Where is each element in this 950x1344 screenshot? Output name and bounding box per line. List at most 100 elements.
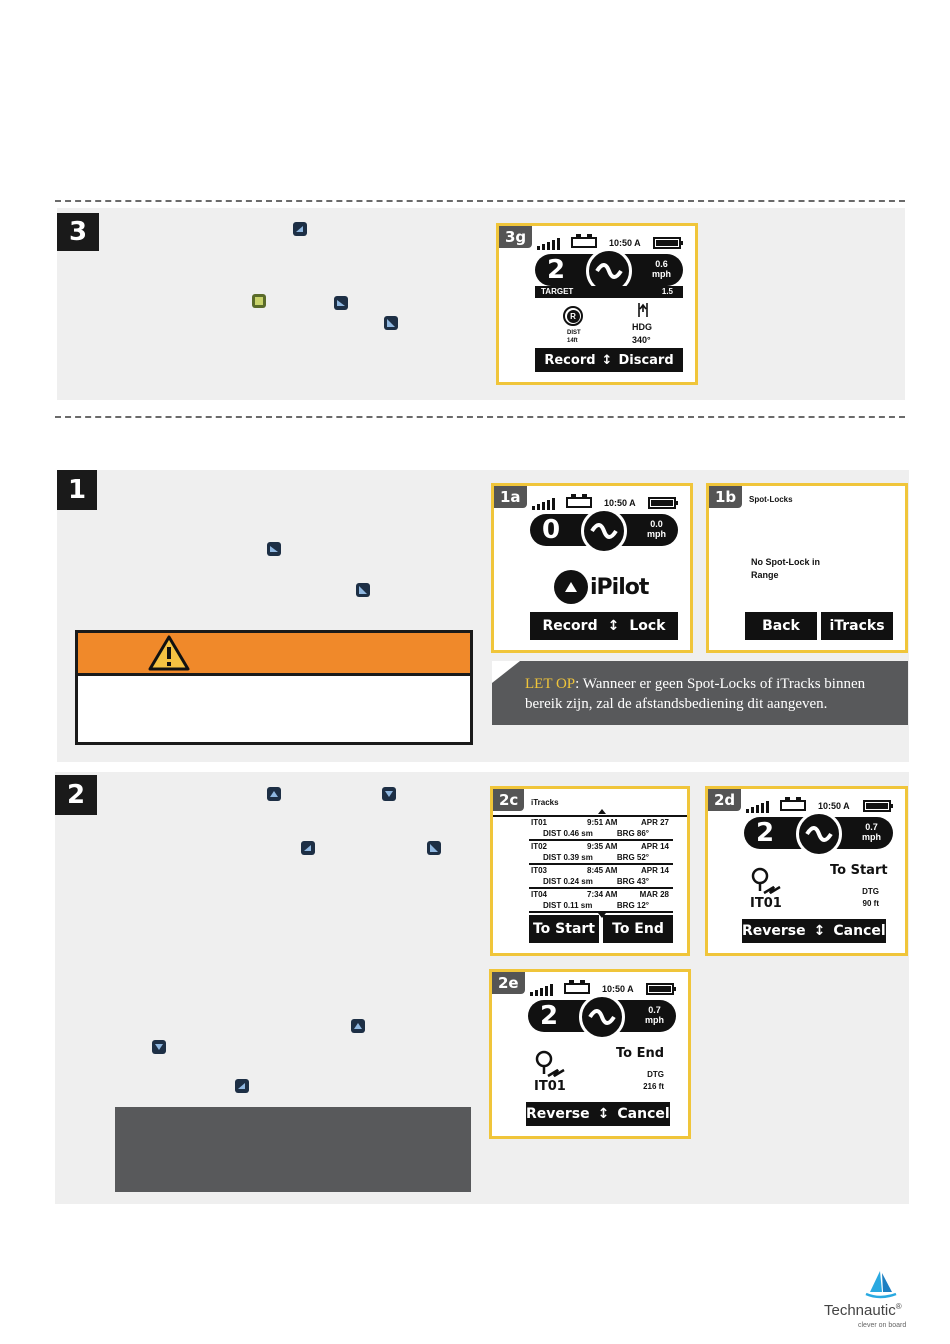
- softkeys: Reverse ↕ Cancel: [526, 1102, 670, 1126]
- list-item[interactable]: IT03 8:45 AM APR 14 DIST 0.24 sm BRG 43°: [529, 865, 673, 889]
- itracks-softkey[interactable]: iTracks: [821, 612, 893, 640]
- itracks-list: IT01 9:51 AM APR 27 DIST 0.46 sm BRG 86°…: [493, 815, 687, 915]
- to-start-softkey[interactable]: To Start: [529, 915, 599, 943]
- arrow-down-button-icon: [382, 787, 396, 801]
- screen-tag: 3g: [499, 226, 533, 248]
- track-time: 9:51 AM: [587, 818, 618, 827]
- scroll-up-icon: [598, 809, 606, 814]
- arrow-up-button-icon: [267, 787, 281, 801]
- remote-battery-icon: [564, 980, 590, 994]
- mode-icon: [795, 811, 842, 857]
- cancel-softkey[interactable]: Cancel: [833, 923, 886, 939]
- track-id: IT02: [531, 842, 548, 851]
- softkeys: Record ↕ Discard: [535, 348, 683, 372]
- dist-label: DIST: [567, 330, 581, 336]
- no-spot-lock-message: No Spot-Lock in Range: [751, 557, 820, 580]
- brand-tagline: clever on board: [858, 1322, 907, 1329]
- scroll-down-icon: [598, 913, 606, 918]
- up-down-arrow-icon: ↕: [813, 923, 826, 939]
- speed-value: 0.7: [648, 1005, 661, 1015]
- note-body: : Wanneer er geen Spot-Locks of iTracks …: [525, 676, 866, 712]
- arrow-left-button-icon: [301, 841, 315, 855]
- step-number-2: 2: [55, 775, 97, 815]
- up-down-arrow-icon: ↕: [607, 618, 620, 634]
- track-dist: DIST 0.39 sm: [543, 853, 593, 862]
- speed-setting: 0: [542, 515, 561, 545]
- softkeys: Back iTracks: [745, 612, 893, 640]
- hdg-label: HDG: [632, 322, 652, 332]
- arrow-right-button-icon: [267, 542, 281, 556]
- note-label: LET OP: [525, 676, 576, 692]
- record-softkey[interactable]: Record: [542, 618, 598, 634]
- track-dist: DIST 0.24 sm: [543, 877, 593, 886]
- speed-value: 0.0: [650, 519, 663, 529]
- target-bar: TARGET 1.5: [535, 286, 683, 298]
- track-time: 8:45 AM: [587, 866, 618, 875]
- note-box-empty: [87, 1107, 471, 1192]
- track-id: IT03: [531, 866, 548, 875]
- reverse-softkey[interactable]: Reverse: [742, 923, 806, 939]
- dist-value: 14ft: [567, 338, 578, 344]
- record-softkey[interactable]: Record: [544, 352, 596, 368]
- status-bar: 10:50 A: [530, 980, 676, 996]
- softkey-row: Reverse ↕ Cancel: [526, 1102, 670, 1126]
- clock: 10:50 A: [609, 238, 641, 248]
- softkey-row: Record ↕ Discard: [535, 348, 683, 372]
- softkey-row: Reverse ↕ Cancel: [742, 919, 886, 943]
- step-3-panel: [57, 208, 905, 400]
- softkey-row: Record ↕ Lock: [530, 612, 678, 640]
- track-id: IT01: [531, 818, 548, 827]
- track-name: IT01: [750, 896, 782, 911]
- speed-unit: mph: [652, 269, 671, 279]
- screen-tag: 1b: [709, 486, 743, 508]
- screen-title: iTracks: [531, 798, 559, 807]
- clock: 10:50 A: [602, 984, 634, 994]
- hdg-value: 340°: [632, 335, 651, 345]
- arrow-left-button-icon: [293, 222, 307, 236]
- record-icon: R: [563, 306, 583, 326]
- list-item[interactable]: IT02 9:35 AM APR 14 DIST 0.39 sm BRG 52°: [529, 841, 673, 865]
- reverse-softkey[interactable]: Reverse: [526, 1106, 590, 1122]
- list-item[interactable]: IT04 7:34 AM MAR 28 DIST 0.11 sm BRG 12°: [529, 889, 673, 913]
- track-time: 9:35 AM: [587, 842, 618, 851]
- brand-name: Technautic®: [824, 1302, 902, 1319]
- battery-icon: [863, 800, 893, 812]
- separator-top: [55, 200, 905, 202]
- list-item[interactable]: IT01 9:51 AM APR 27 DIST 0.46 sm BRG 86°: [529, 817, 673, 841]
- speed-value: 0.7: [865, 822, 878, 832]
- screen-2c: 2c iTracks IT01 9:51 AM APR 27 DIST 0.46…: [490, 786, 690, 956]
- track-dist: DIST 0.46 sm: [543, 829, 593, 838]
- track-date: APR 14: [640, 842, 669, 851]
- speed-setting: 2: [540, 1001, 559, 1031]
- dtg-value: 216 ft: [643, 1082, 664, 1091]
- screen-1b: 1b Spot-Locks No Spot-Lock in Range Back…: [706, 483, 908, 653]
- cancel-softkey[interactable]: Cancel: [617, 1106, 670, 1122]
- brand-wordmark: Technautic: [824, 1302, 896, 1319]
- separator-middle: [55, 416, 905, 418]
- back-softkey[interactable]: Back: [745, 612, 817, 640]
- to-end-softkey[interactable]: To End: [603, 915, 673, 943]
- step-number-1: 1: [57, 470, 97, 510]
- track-pin-icon: [750, 867, 786, 902]
- speed-unit: mph: [645, 1015, 664, 1025]
- discard-softkey[interactable]: Discard: [618, 352, 674, 368]
- up-down-arrow-icon: ↕: [601, 352, 613, 368]
- lock-softkey[interactable]: Lock: [629, 618, 666, 634]
- track-dist: DIST 0.11 sm: [543, 901, 593, 910]
- speed-unit: mph: [647, 529, 666, 539]
- signal-icon: [532, 498, 555, 510]
- speed-value: 0.6: [655, 259, 668, 269]
- arrow-right-button-icon: [384, 316, 398, 330]
- remote-battery-icon: [571, 234, 597, 248]
- status-bar: 10:50 A: [537, 234, 683, 250]
- ipilot-wordmark: iPilot: [590, 574, 649, 600]
- speed-unit: mph: [862, 832, 881, 842]
